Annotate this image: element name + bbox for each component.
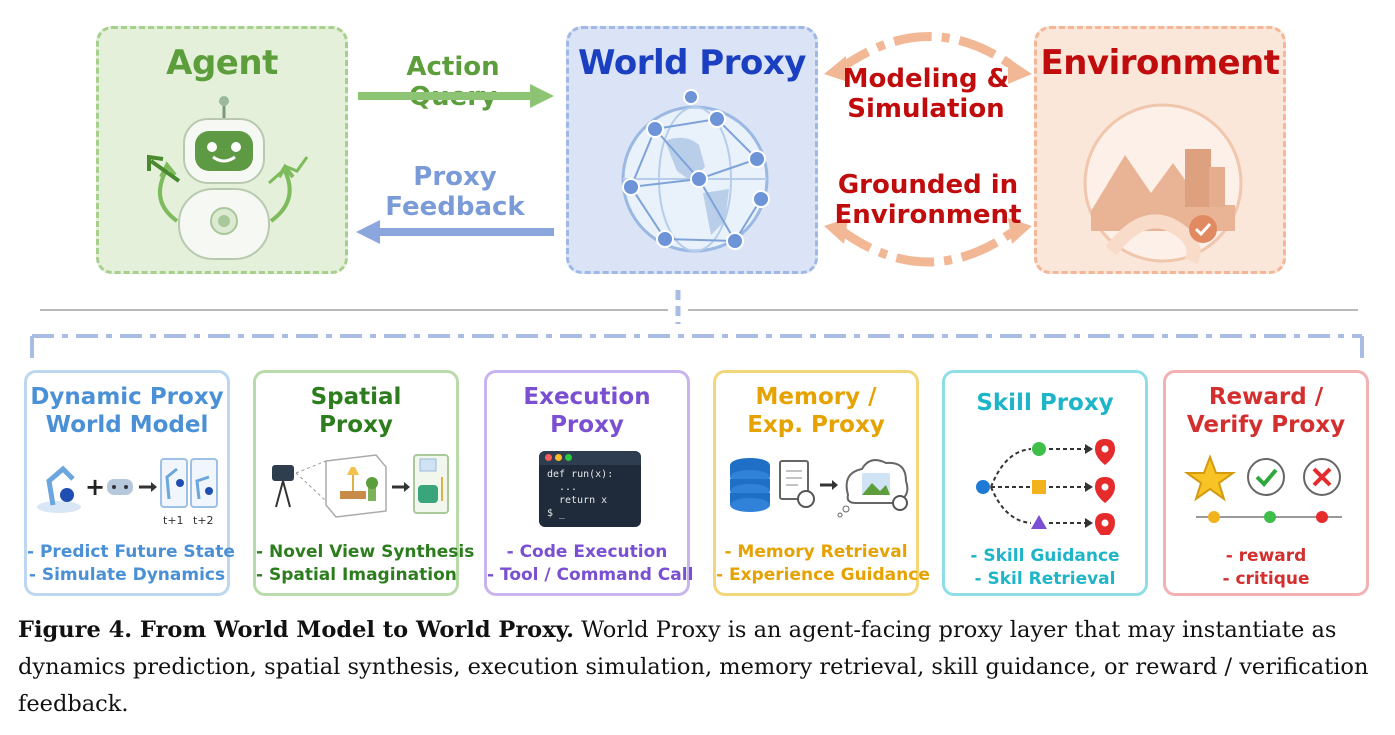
label-t2: t+2: [193, 514, 214, 527]
card-items: - Skill Guidance - Skil Retrieval: [945, 545, 1145, 591]
card-items: - Predict Future State - Simulate Dynami…: [27, 541, 235, 587]
card-title: Dynamic Proxy World Model: [27, 383, 227, 439]
agent-title: Agent: [166, 43, 278, 83]
spatial-scene-icon: [272, 454, 449, 518]
card-spatial-proxy: Spatial Proxy - Novel View Synthesis - S…: [253, 370, 475, 596]
dynamics-icon: +: [37, 458, 218, 513]
proxy-feedback-line2: Feedback: [385, 192, 525, 222]
card-title-line2: Proxy: [550, 412, 624, 438]
robot-icon: [147, 96, 309, 260]
card-item: - Experience Guidance: [716, 565, 930, 585]
card-item: - Skill Guidance: [970, 546, 1120, 566]
card-skill-proxy: Skill Proxy - Skill Guidance - Skil Retr…: [942, 370, 1148, 596]
card-item: - Spatial Imagination: [256, 565, 457, 585]
reward-verify-icon: [1183, 454, 1342, 523]
bidirectional-cycle-arrows: [824, 32, 1032, 267]
card-items: - Memory Retrieval - Experience Guidance: [716, 541, 930, 587]
card-items: - Novel View Synthesis - Spatial Imagina…: [256, 541, 475, 587]
check-icon: [1247, 458, 1285, 496]
code-line: return x: [559, 495, 608, 506]
card-title-line1: Execution: [523, 384, 651, 410]
card-item: - Simulate Dynamics: [28, 565, 226, 585]
connector-lines: [30, 290, 1364, 358]
world-proxy-title: World Proxy: [578, 43, 806, 83]
proxy-feedback-arrow: [356, 220, 554, 244]
globe-network-icon: [621, 89, 770, 253]
modeling-line2: Simulation: [847, 94, 1005, 124]
action-query-arrow: [358, 84, 554, 108]
grounded-line1: Grounded in: [837, 170, 1019, 200]
code-line: $ _: [547, 508, 566, 519]
card-reward-proxy: Reward / Verify Proxy - reward - critiqu…: [1163, 370, 1369, 596]
card-item: - Memory Retrieval: [724, 542, 908, 562]
modeling-line1: Modeling &: [842, 64, 1010, 94]
agent-box: Agent: [96, 26, 348, 274]
card-title: Execution Proxy: [487, 383, 687, 439]
card-item: - critique: [1222, 569, 1310, 589]
card-item: - Tool / Command Call: [487, 565, 694, 585]
svg-text:+: +: [85, 473, 105, 501]
card-item: - Predict Future State: [27, 542, 235, 562]
code-line: def run(x):: [547, 469, 614, 480]
grounded-line2: Environment: [834, 200, 1022, 230]
card-title: Reward / Verify Proxy: [1166, 383, 1366, 439]
close-dot-icon: [545, 454, 552, 461]
proxy-feedback-line1: Proxy: [413, 162, 497, 192]
caption-text: World Proxy is an agent-facing proxy lay…: [18, 617, 1369, 717]
figure-caption: Figure 4. From World Model to World Prox…: [18, 612, 1378, 723]
grounded-environment-label: Grounded in Environment: [828, 170, 1028, 230]
card-title-line1: Skill Proxy: [976, 390, 1114, 416]
world-proxy-box: World Proxy: [566, 26, 818, 274]
card-title-line2: Proxy: [319, 412, 393, 438]
card-dynamic-proxy: Dynamic Proxy World Model + t+1 t+2 - Pr…: [24, 370, 235, 596]
card-item: - Skil Retrieval: [974, 569, 1116, 589]
card-title-line1: Dynamic Proxy: [30, 384, 224, 410]
minimize-dot-icon: [555, 454, 562, 461]
card-title-line2: World Model: [45, 412, 209, 438]
modeling-simulation-label: Modeling & Simulation: [836, 64, 1016, 124]
skill-tree-icon: [976, 439, 1115, 535]
card-title-line2: Verify Proxy: [1186, 412, 1346, 438]
environment-title: Environment: [1040, 43, 1280, 83]
card-items: - reward - critique: [1166, 545, 1366, 591]
card-memory-proxy: Memory / Exp. Proxy - Memory Retrieval -…: [713, 370, 930, 596]
card-title: Memory / Exp. Proxy: [716, 383, 916, 439]
card-title: Spatial Proxy: [256, 383, 456, 439]
card-items: - Code Execution - Tool / Command Call: [487, 541, 694, 587]
card-item: - Code Execution: [506, 542, 668, 562]
proxy-feedback-label: Proxy Feedback: [370, 162, 540, 222]
landscape-icon: [1083, 103, 1243, 265]
card-execution-proxy: Execution Proxy def run(x): ... return x…: [484, 370, 694, 596]
card-title-line1: Reward /: [1208, 384, 1324, 410]
card-title-line1: Spatial: [310, 384, 402, 410]
card-title: Skill Proxy: [945, 389, 1145, 417]
card-title-line1: Memory /: [755, 384, 877, 410]
card-item: - Novel View Synthesis: [256, 542, 475, 562]
star-icon: [1183, 454, 1237, 502]
code-line: ...: [559, 482, 578, 493]
label-t1: t+1: [163, 514, 184, 527]
memory-database-icon: [730, 458, 909, 518]
maximize-dot-icon: [565, 454, 572, 461]
caption-label: Figure 4. From World Model to World Prox…: [18, 617, 574, 643]
environment-box: Environment: [1034, 26, 1286, 274]
card-title-line2: Exp. Proxy: [747, 412, 885, 438]
code-terminal: def run(x): ... return x $ _: [539, 451, 641, 527]
card-item: - reward: [1225, 546, 1307, 566]
